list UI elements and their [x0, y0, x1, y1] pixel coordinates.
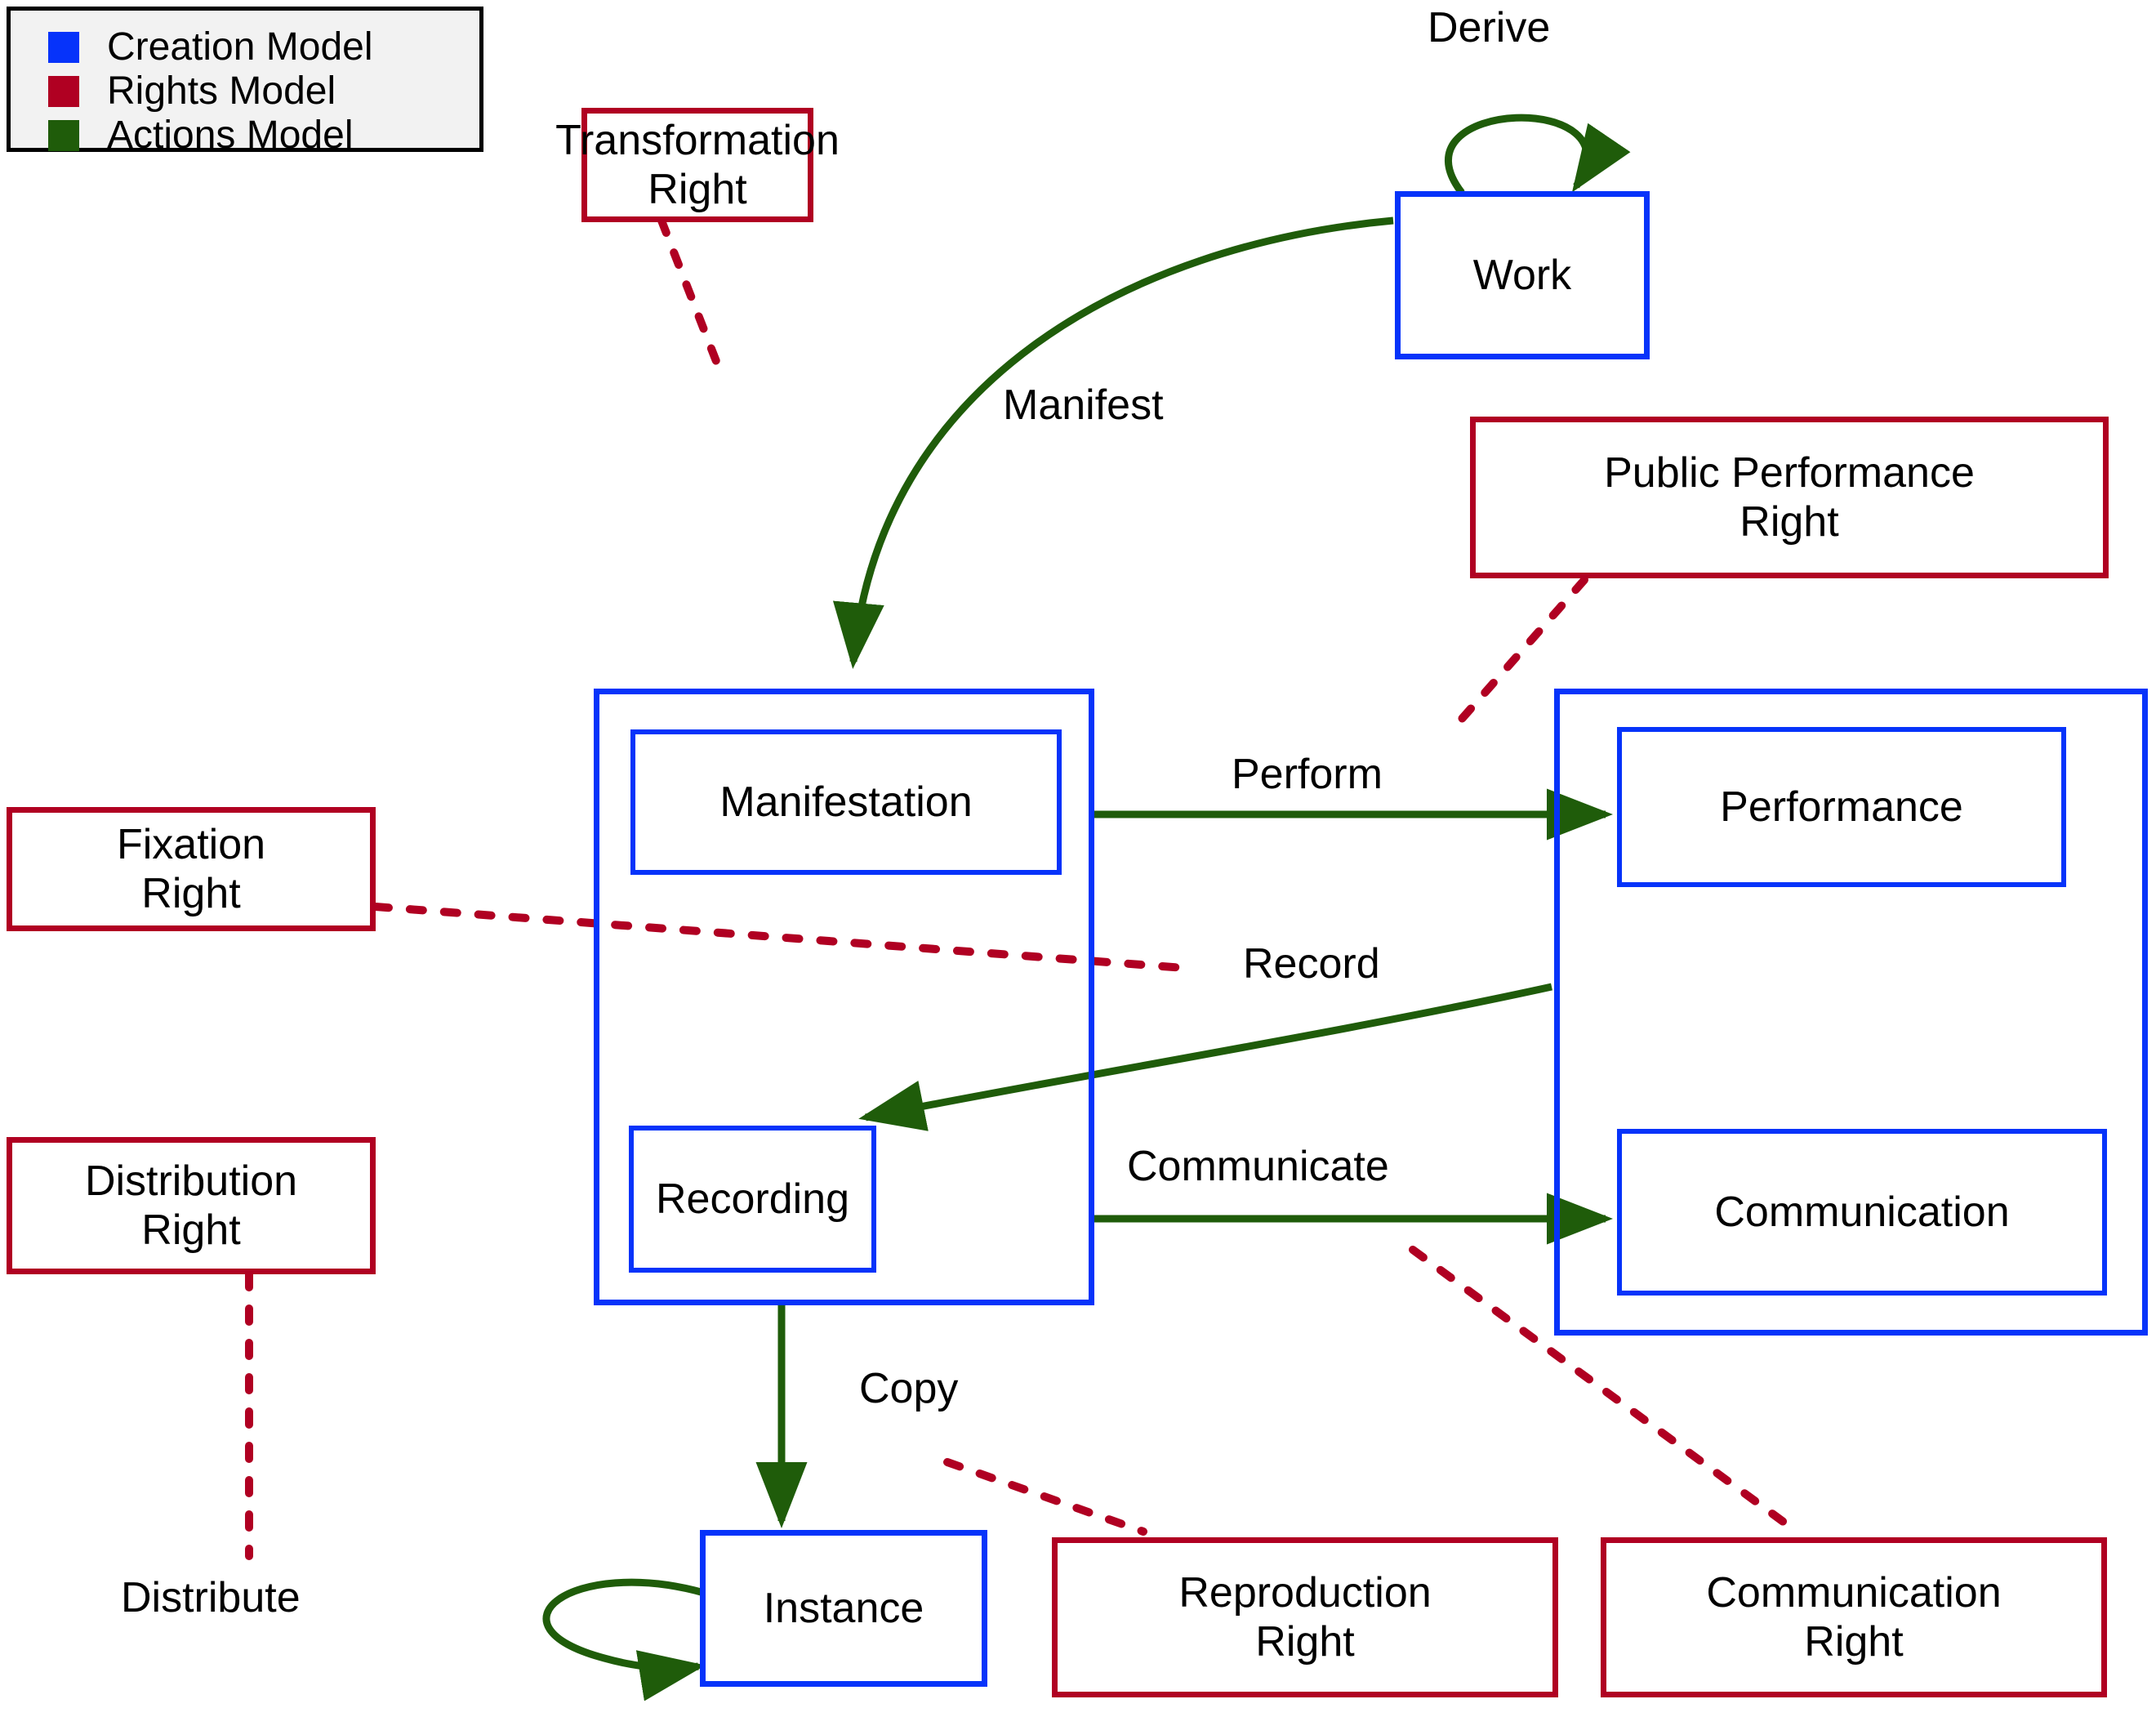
- edge-label-communicate: Communicate: [1127, 1143, 1389, 1190]
- node-label-recording: Recording: [655, 1175, 850, 1223]
- node-label-manifestation: Manifestation: [719, 778, 973, 826]
- node-communication-right[interactable]: Communication Right: [1601, 1537, 2107, 1697]
- edge-record: [858, 983, 1552, 1131]
- group-manifestation-container[interactable]: [594, 689, 1094, 1305]
- legend-item-creation-model: Creation Model: [48, 25, 373, 69]
- edge-label-derive: Derive: [1428, 4, 1551, 51]
- legend-label-actions-model: Actions Model: [107, 114, 354, 157]
- node-label-communication-right: Communication Right: [1706, 1569, 2002, 1666]
- link-fixation-right-to-record: [372, 903, 1188, 972]
- square-swatch-red: [48, 76, 79, 107]
- legend-item-actions-model: Actions Model: [48, 114, 354, 157]
- legend-label-rights-model: Rights Model: [107, 69, 336, 113]
- edge-label-copy: Copy: [859, 1365, 959, 1412]
- node-manifestation[interactable]: Manifestation: [630, 729, 1062, 875]
- node-distribution-right[interactable]: Distribution Right: [7, 1137, 376, 1274]
- legend-item-rights-model: Rights Model: [48, 69, 336, 113]
- node-label-work: Work: [1472, 252, 1572, 299]
- square-swatch-green: [48, 120, 79, 151]
- node-instance[interactable]: Instance: [700, 1530, 987, 1687]
- node-transformation-right[interactable]: Transformation Right: [555, 108, 840, 222]
- edge-label-perform: Perform: [1232, 751, 1383, 798]
- node-public-performance-right[interactable]: Public Performance Right: [1470, 417, 2109, 578]
- node-label-performance: Performance: [1720, 783, 1963, 831]
- node-performance[interactable]: Performance: [1617, 727, 2066, 887]
- edge-label-manifest: Manifest: [1003, 381, 1164, 429]
- group-performance-container[interactable]: [1554, 689, 2148, 1336]
- link-public-performance-right-to-perform: [1458, 576, 1588, 723]
- node-recording[interactable]: Recording: [629, 1126, 876, 1273]
- node-fixation-right[interactable]: Fixation Right: [7, 807, 376, 931]
- node-label-fixation-right: Fixation Right: [116, 821, 266, 917]
- node-reproduction-right[interactable]: Reproduction Right: [1052, 1537, 1558, 1697]
- node-label-distribution-right: Distribution Right: [84, 1157, 298, 1254]
- edge-label-distribute: Distribute: [121, 1574, 301, 1621]
- edge-derive: [1445, 114, 1631, 195]
- node-label-transformation-right: Transformation Right: [555, 117, 840, 213]
- node-label-public-performance-right: Public Performance Right: [1604, 449, 1975, 546]
- legend-label-creation-model: Creation Model: [107, 25, 373, 69]
- legend: Creation Model Rights Model Actions Mode…: [7, 7, 483, 157]
- node-label-instance: Instance: [763, 1585, 924, 1632]
- square-swatch-blue: [48, 32, 79, 63]
- node-label-reproduction-right: Reproduction Right: [1178, 1569, 1432, 1666]
- link-reproduction-right-to-copy: [943, 1458, 1147, 1536]
- link-transformation-right-to-manifest: [657, 216, 723, 372]
- node-label-communication: Communication: [1714, 1189, 2010, 1236]
- edge-distribute: [542, 1578, 706, 1701]
- link-communication-right-to-communicate: [1409, 1246, 1801, 1536]
- edge-label-record: Record: [1243, 940, 1380, 988]
- node-communication[interactable]: Communication: [1617, 1129, 2107, 1296]
- node-work[interactable]: Work: [1395, 191, 1650, 359]
- edge-manifest: [833, 216, 1394, 669]
